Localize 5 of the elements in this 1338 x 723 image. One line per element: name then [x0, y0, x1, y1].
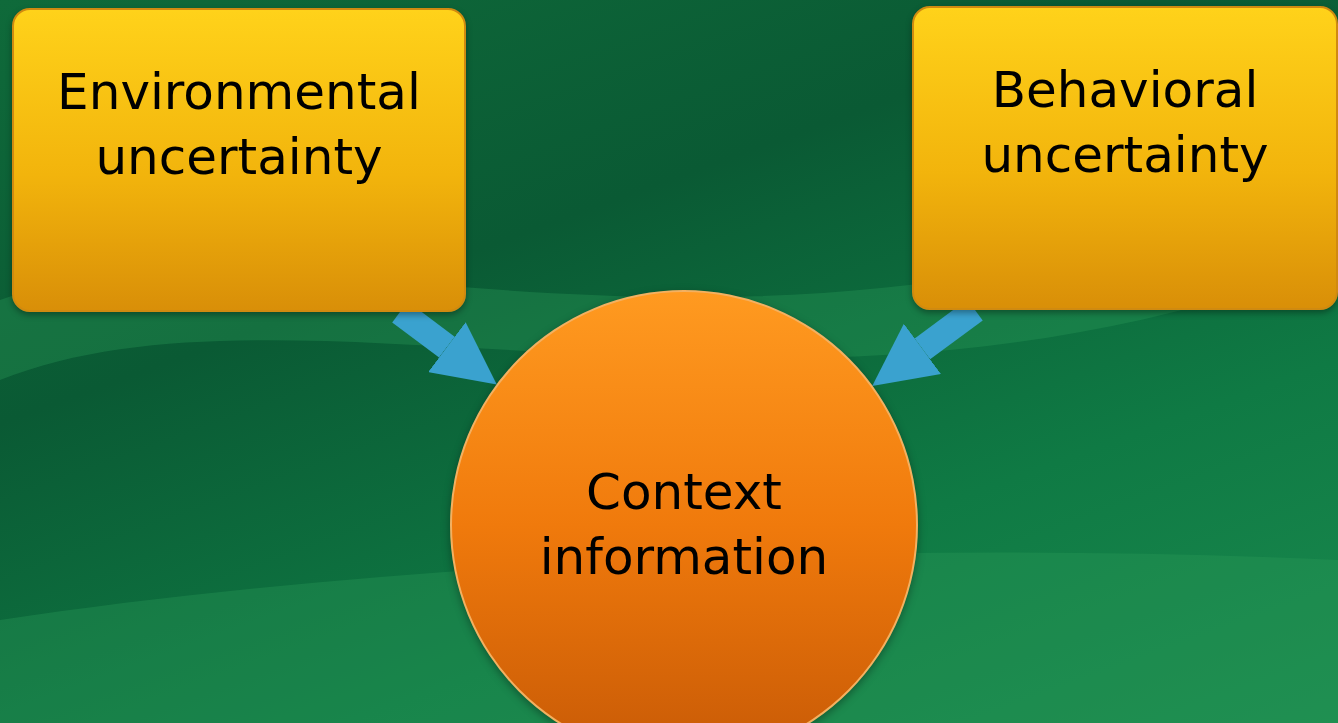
- process-box: [912, 6, 1338, 310]
- node-label: Environmental uncertainty: [56, 62, 422, 188]
- node-label: Behavioral uncertainty: [980, 60, 1270, 186]
- node-label: Context information: [538, 462, 830, 588]
- process-box: [12, 8, 466, 312]
